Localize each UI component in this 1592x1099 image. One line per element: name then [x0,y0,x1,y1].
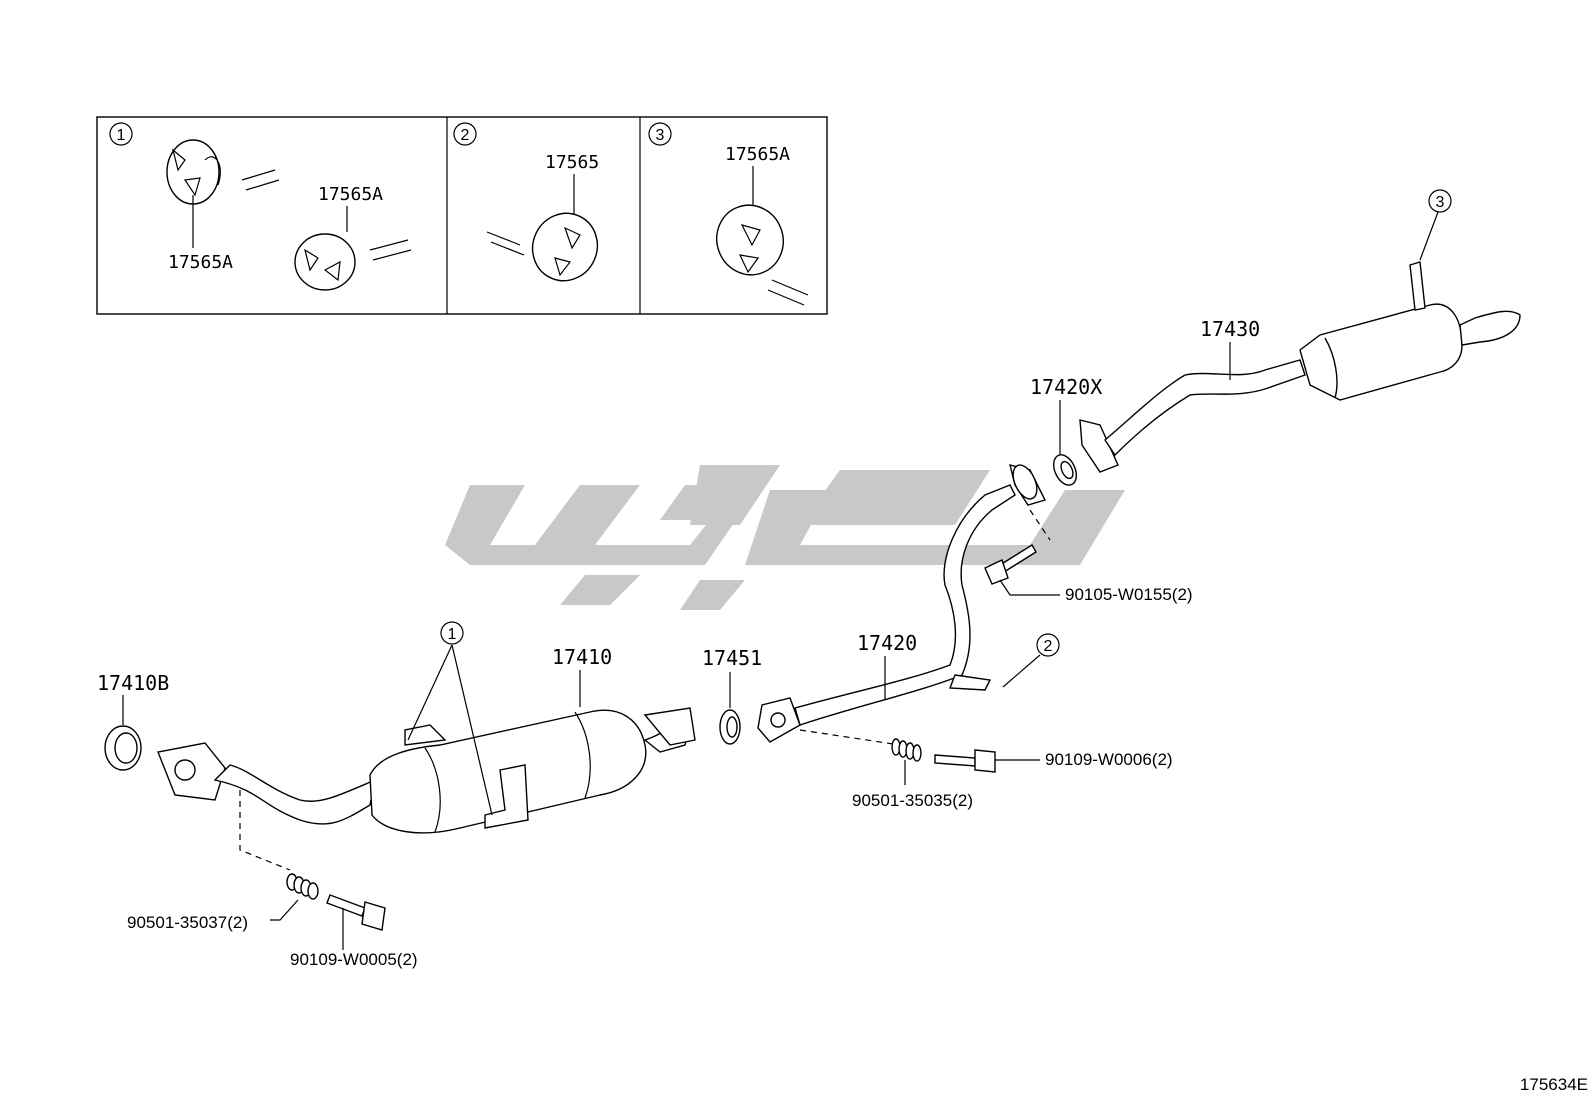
hanger-pin-icon [486,231,525,256]
panel-1-marker-circle [109,122,133,146]
rubber-hanger-icon [531,212,599,282]
gasket-17410B [104,695,142,771]
label-17410B: 17410B [97,671,169,695]
label-17451: 17451 [702,646,762,670]
bolt-90105-W0155 [984,544,1037,585]
bolt-90109-W0005 [326,894,386,931]
label-17420: 17420 [857,631,917,655]
hanger-pin-icon [767,279,809,306]
panel-2-label: 17565 [545,152,599,173]
panel-2-marker: 2 [461,127,470,144]
panel-3-marker: 3 [656,127,665,144]
panel-1-label-a: 17565A [168,252,233,273]
hanger-pin-icon [241,169,280,191]
label-90501-35035: 90501-35035(2) [852,791,973,810]
center-pipe-17420 [757,464,1047,743]
diagram-code: 175634E [1520,1075,1588,1094]
callout-2: 2 [1044,638,1053,655]
callout-2-circle [1036,633,1060,657]
rubber-hanger-icon [294,233,356,291]
label-90109-W0005: 90109-W0005(2) [290,950,418,969]
rubber-hanger-icon [166,139,221,205]
panel-1-label-b: 17565A [318,184,383,205]
callout-1-circle [440,621,464,645]
panel-1-marker: 1 [117,127,126,144]
spring-90501-35035 [891,738,922,762]
assembly-dashed-line [239,790,291,871]
callout-3-circle [1428,189,1452,213]
panel-3-label: 17565A [725,144,790,165]
front-pipe-catalytic-17410 [157,707,696,834]
spring-90501-35037 [286,873,319,900]
label-90109-W0006: 90109-W0006(2) [1045,750,1173,769]
callout-3: 3 [1436,194,1445,211]
bolt-90109-W0006 [934,749,996,773]
inset-panel-3: 3 17565A [648,122,809,306]
assembly-dashed-line [799,729,901,746]
inset-box [96,116,828,315]
label-17410: 17410 [552,645,612,669]
gasket-17420X [1052,454,1078,486]
tail-pipe-muffler-17430 [1079,261,1521,473]
label-17430: 17430 [1200,317,1260,341]
label-90105-W0155: 90105-W0155(2) [1065,585,1193,604]
label-17420X: 17420X [1030,375,1102,399]
rubber-hanger-icon [716,204,784,276]
inset-panel-1: 1 17565A 17565A [109,122,412,291]
label-90501-35037: 90501-35037(2) [127,913,248,932]
callout-1: 1 [448,626,457,643]
inset-panel-2: 2 17565 [453,122,599,282]
gasket-17451 [719,709,741,745]
hanger-pin-icon [369,239,412,261]
